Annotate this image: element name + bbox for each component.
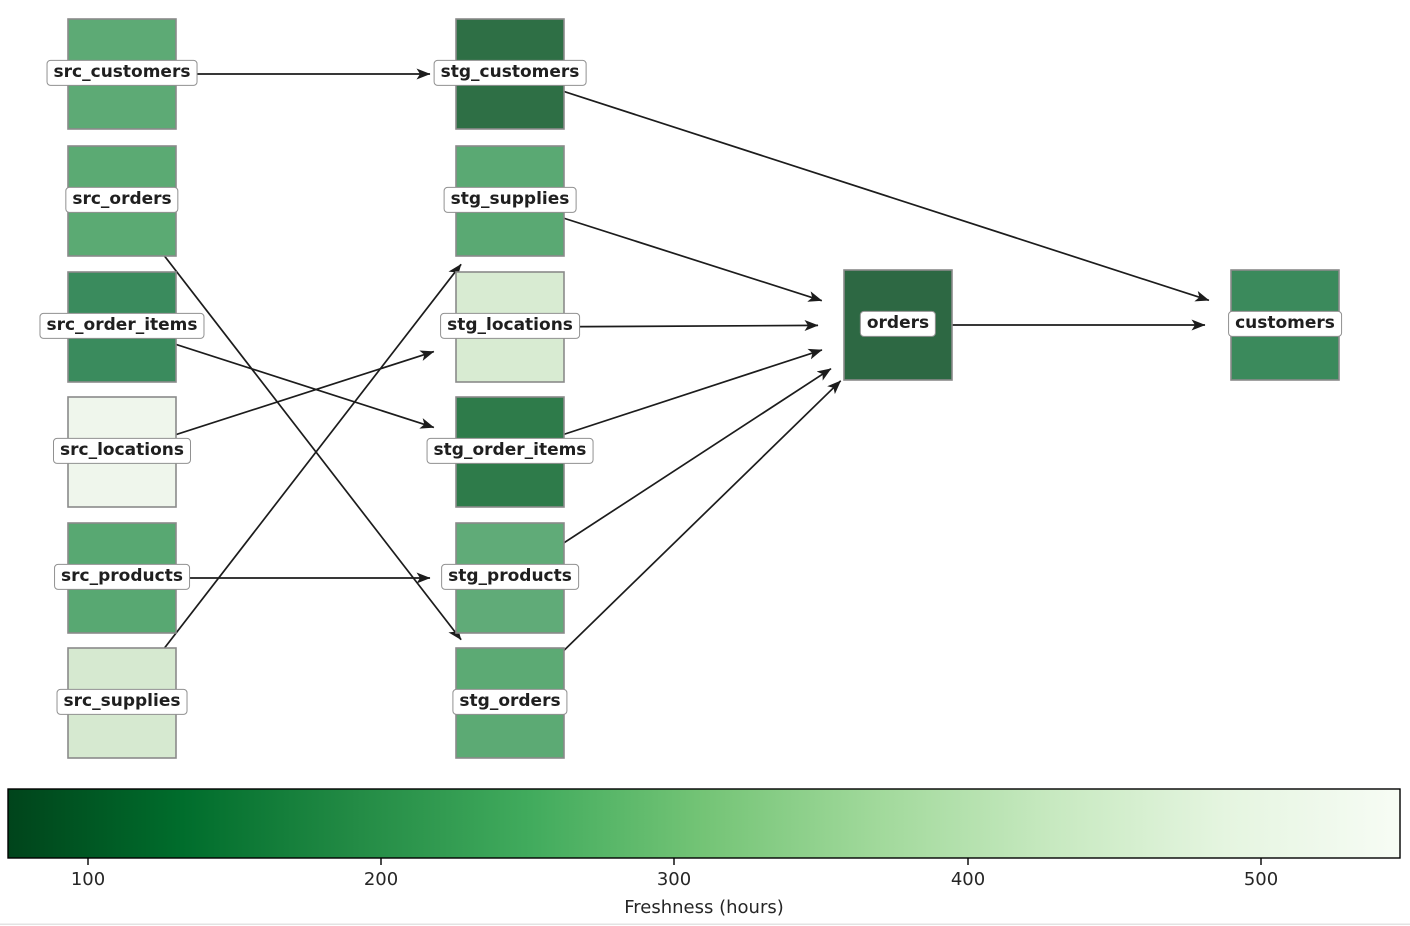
node-label-src_products: src_products	[54, 563, 190, 591]
colorbar-tick-label-200: 200	[363, 869, 399, 890]
edge-src_orders-to-stg_orders	[121, 200, 462, 641]
colorbar	[7, 788, 1401, 859]
node-label-stg_products: stg_products	[441, 563, 579, 591]
node-label-src_supplies: src_supplies	[56, 688, 188, 716]
bottom-rule	[0, 923, 1410, 925]
node-label-stg_supplies: stg_supplies	[443, 186, 577, 214]
node-label-stg_locations: stg_locations	[440, 312, 580, 340]
colorbar-layer	[7, 788, 1401, 865]
colorbar-axis-label: Freshness (hours)	[624, 897, 784, 918]
colorbar-tick-label-400: 400	[950, 869, 986, 890]
colorbar-tick-label-100: 100	[70, 869, 106, 890]
node-label-stg_orders: stg_orders	[452, 688, 568, 716]
node-label-customers: customers	[1228, 310, 1342, 338]
edge-stg_customers-to-customers	[509, 73, 1210, 302]
edge-stg_orders-to-orders	[509, 380, 842, 704]
colorbar-tick-label-300: 300	[656, 869, 692, 890]
colorbar-tick-label-500: 500	[1243, 869, 1279, 890]
node-label-src_order_items: src_order_items	[39, 312, 205, 340]
node-label-src_customers: src_customers	[46, 59, 198, 87]
edge-src_supplies-to-stg_supplies	[121, 263, 462, 704]
edges-layer	[121, 68, 1210, 704]
node-label-src_locations: src_locations	[53, 437, 191, 465]
node-label-orders: orders	[859, 310, 937, 338]
node-label-src_orders: src_orders	[65, 186, 179, 214]
node-label-stg_customers: stg_customers	[433, 59, 587, 87]
node-label-stg_order_items: stg_order_items	[426, 437, 594, 465]
